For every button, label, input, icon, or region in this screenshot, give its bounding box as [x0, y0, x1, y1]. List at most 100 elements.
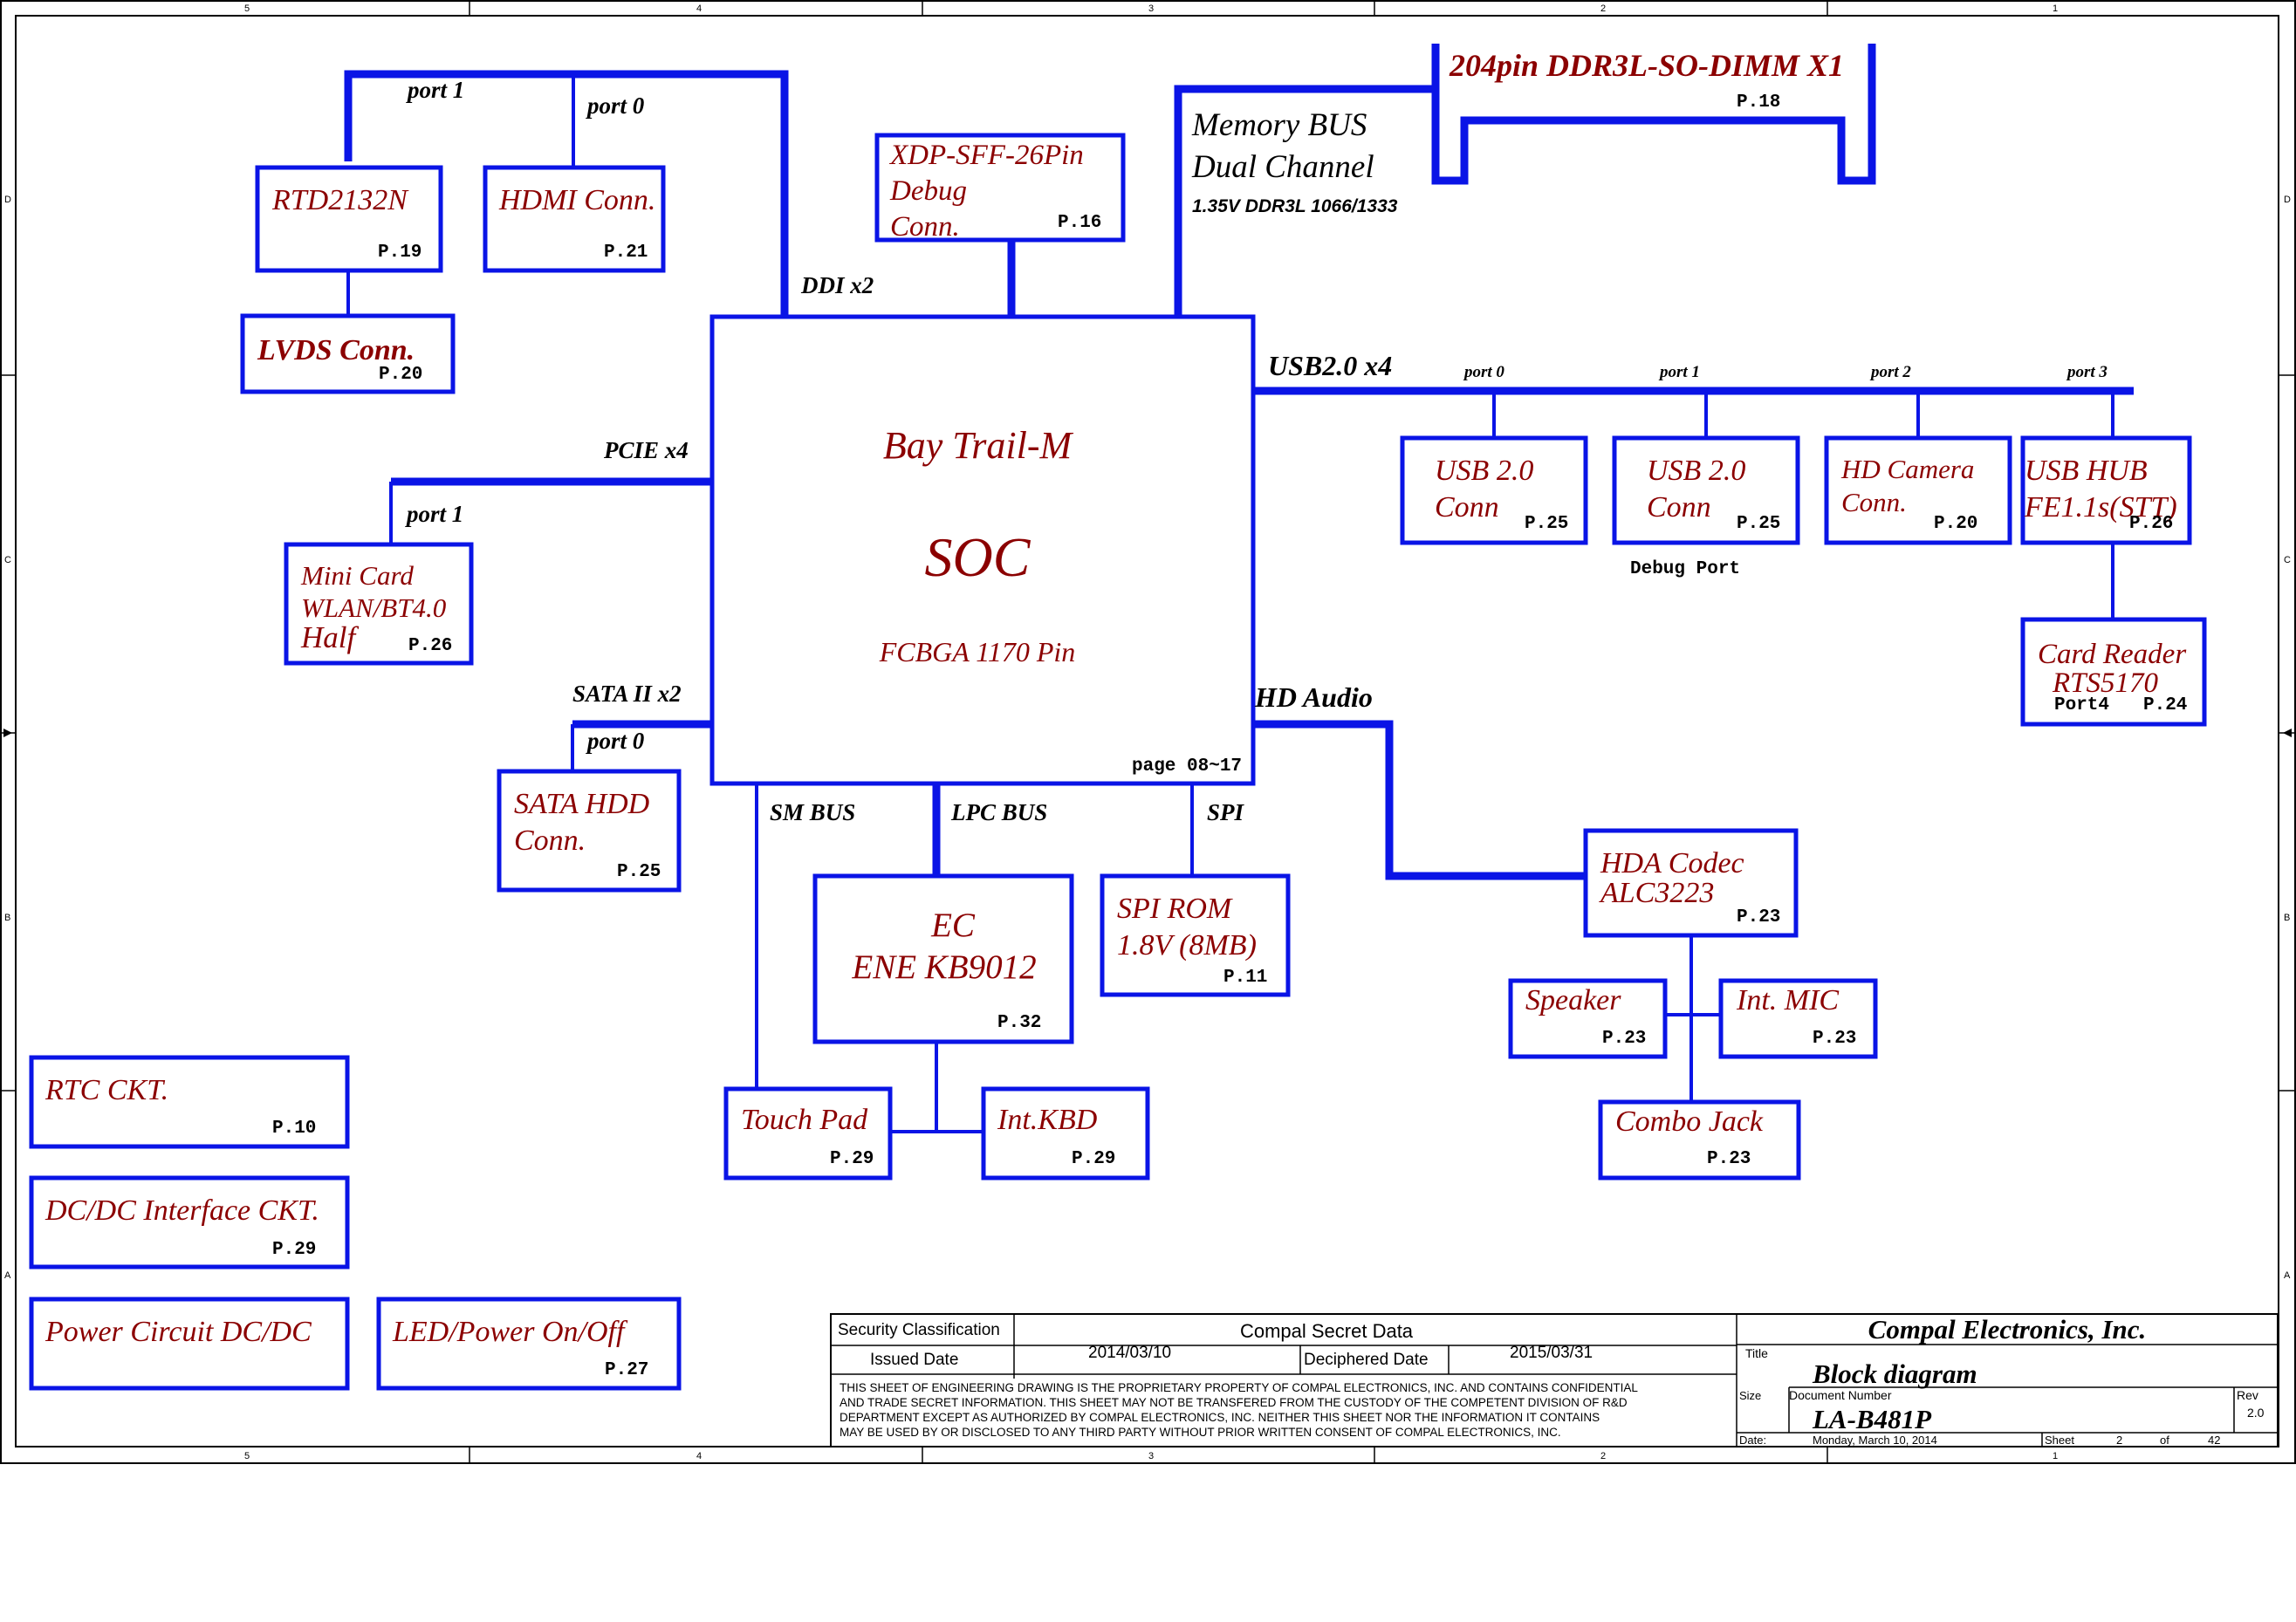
row-label-d: D [4, 195, 11, 205]
row-label-a: A [4, 1270, 11, 1281]
row-label-b-right: B [2284, 913, 2290, 923]
usbhub-line1: USB HUB [2025, 455, 2148, 487]
sata-hdd-page: P.25 [617, 862, 661, 882]
speaker-block[interactable]: Speaker P.23 [1508, 978, 1668, 1059]
xdp-line2: Debug [889, 175, 967, 207]
spi-bus-label: SPI [1207, 799, 1245, 825]
usb0-line1: USB 2.0 [1435, 455, 1533, 487]
spirom-line2: 1.8V (8MB) [1117, 929, 1257, 962]
combojack-page: P.23 [1707, 1149, 1751, 1169]
soc-block[interactable]: Bay Trail-M SOC FCBGA 1170 Pin page 08~1… [709, 314, 1256, 786]
minicard-block[interactable]: Mini Card WLAN/BT4.0 Half P.26 [284, 542, 474, 666]
lvds-block[interactable]: LVDS Conn. P.20 [240, 313, 456, 394]
rev-label: Rev [2237, 1388, 2258, 1402]
cardreader-block[interactable]: Card Reader RTS5170 Port4 P.24 [2020, 617, 2207, 727]
sheet-label: Sheet [2045, 1434, 2074, 1447]
col-label-1: 1 [2053, 3, 2058, 14]
ec-line1: EC [930, 907, 976, 944]
security-value: Compal Secret Data [1240, 1320, 1414, 1342]
usbhub-block[interactable]: USB HUB FE1.1s(STT) P.26 [2020, 435, 2192, 545]
col-label-4: 4 [696, 3, 702, 14]
intmic-block[interactable]: Int. MIC P.23 [1718, 978, 1878, 1059]
rtc-block[interactable]: RTC CKT. P.10 [29, 1055, 350, 1149]
of-label: of [2160, 1434, 2169, 1447]
power-circuit-label: Power Circuit DC/DC [45, 1316, 312, 1348]
camera-page: P.20 [1934, 514, 1977, 534]
lpc-bus-label: LPC BUS [950, 799, 1047, 825]
col-label-3: 3 [1148, 3, 1154, 14]
date-label: Date: [1739, 1434, 1766, 1447]
touchpad-page: P.29 [830, 1149, 874, 1169]
right-arrow-icon [2283, 729, 2292, 737]
col-label-4-bottom: 4 [696, 1451, 702, 1461]
camera-line1: HD Camera [1840, 454, 1974, 484]
sata-hdd-line2: Conn. [514, 825, 586, 857]
col-label-2-bottom: 2 [1600, 1451, 1606, 1461]
codec-block[interactable]: HDA Codec ALC3223 P.23 [1583, 828, 1799, 938]
bus-lines [344, 44, 2134, 1133]
issued-label: Issued Date [870, 1351, 958, 1369]
dimm-block[interactable]: 204pin DDR3L-SO-DIMM X1 P.18 [1449, 48, 1844, 113]
row-label-b: B [4, 913, 10, 923]
power-circuit-block[interactable]: Power Circuit DC/DC [29, 1297, 350, 1391]
usb1-page: P.25 [1737, 514, 1780, 534]
sata-port0-label: port 0 [586, 728, 645, 754]
rtc-label: RTC CKT. [45, 1074, 168, 1106]
spirom-line1: SPI ROM [1117, 893, 1233, 925]
ec-block[interactable]: EC ENE KB9012 P.32 [812, 873, 1074, 1044]
notice-line-4: MAY BE USED BY OR DISCLOSED TO ANY THIRD… [840, 1426, 1561, 1439]
notice-line-3: DEPARTMENT EXCEPT AS AUTHORIZED BY COMPA… [840, 1411, 1600, 1424]
cardreader-port: Port4 [2054, 695, 2109, 715]
col-label-3-bottom: 3 [1148, 1451, 1154, 1461]
intmic-label: Int. MIC [1736, 984, 1839, 1016]
hdmi-label: HDMI Conn. [498, 184, 655, 216]
codec-page: P.23 [1737, 907, 1780, 927]
ec-page: P.32 [997, 1013, 1041, 1033]
camera-block[interactable]: HD Camera Conn. P.20 [1824, 435, 2012, 545]
sheet-value: 2 [2116, 1434, 2122, 1447]
minicard-page: P.26 [408, 636, 452, 656]
dimm-label: 204pin DDR3L-SO-DIMM X1 [1449, 48, 1844, 83]
led-block[interactable]: LED/Power On/Off P.27 [376, 1297, 682, 1391]
hdmi-block[interactable]: HDMI Conn. P.21 [483, 165, 666, 273]
usb0-line2: Conn [1435, 491, 1499, 524]
spirom-page: P.11 [1223, 968, 1267, 988]
size-label: Size [1739, 1389, 1761, 1402]
intkbd-block[interactable]: Int.KBD P.29 [981, 1086, 1150, 1181]
touchpad-block[interactable]: Touch Pad P.29 [723, 1086, 893, 1181]
usb1-block[interactable]: USB 2.0 Conn P.25 [1612, 435, 1800, 545]
usb-port2-label: port 2 [1869, 363, 1911, 381]
row-label-c: C [4, 555, 11, 565]
intmic-page: P.23 [1813, 1029, 1856, 1049]
cardreader-page: P.24 [2143, 695, 2187, 715]
spirom-block[interactable]: SPI ROM 1.8V (8MB) P.11 [1100, 873, 1291, 997]
left-arrow-icon [3, 729, 12, 737]
dual-channel-label: Dual Channel [1191, 149, 1374, 185]
usb0-block[interactable]: USB 2.0 Conn P.25 [1400, 435, 1588, 545]
xdp-page: P.16 [1058, 213, 1101, 233]
rtd2132n-label: RTD2132N [271, 184, 409, 216]
memory-bus-label: Memory BUS [1191, 107, 1367, 143]
minicard-line3: Half [300, 620, 360, 654]
lvds-label: LVDS Conn. [257, 334, 415, 366]
rtd2132n-block[interactable]: RTD2132N P.19 [255, 165, 443, 273]
sm-bus-label: SM BUS [770, 799, 855, 825]
xdp-block[interactable]: XDP-SFF-26Pin Debug Conn. P.16 [874, 133, 1126, 243]
combojack-block[interactable]: Combo Jack P.23 [1598, 1099, 1801, 1181]
hdmi-page: P.21 [604, 243, 648, 263]
speaker-page: P.23 [1602, 1029, 1646, 1049]
company-name: Compal Electronics, Inc. [1868, 1314, 2147, 1345]
title-block: Security Classification Compal Secret Da… [830, 1313, 2279, 1447]
rev-value: 2.0 [2247, 1406, 2265, 1420]
intkbd-label: Int.KBD [997, 1104, 1098, 1136]
sata-hdd-block[interactable]: SATA HDD Conn. P.25 [497, 769, 682, 893]
date-value: Monday, March 10, 2014 [1813, 1434, 1937, 1447]
ddi-bus-label: DDI x2 [800, 272, 874, 298]
row-label-d-right: D [2284, 195, 2291, 205]
usb0-page: P.25 [1525, 514, 1568, 534]
cardreader-line2: RTS5170 [2052, 667, 2159, 699]
total-sheets: 42 [2208, 1434, 2220, 1447]
minicard-line2: WLAN/BT4.0 [301, 592, 447, 623]
dcdc-interface-block[interactable]: DC/DC Interface CKT. P.29 [29, 1175, 350, 1270]
